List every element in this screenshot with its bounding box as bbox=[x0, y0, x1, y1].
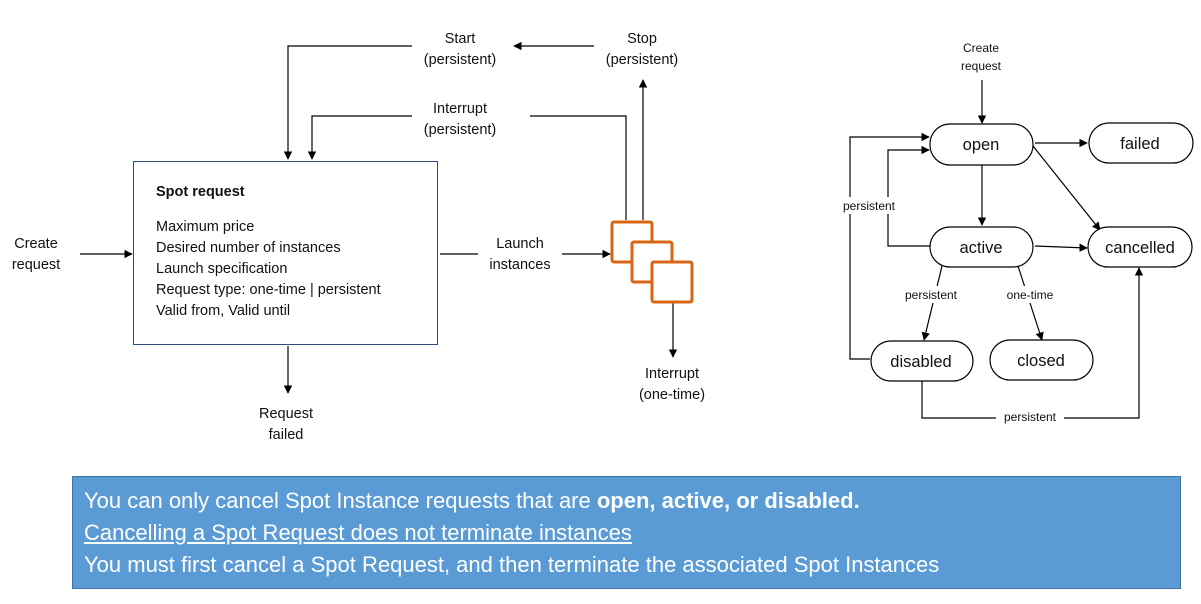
persistent-disabled-cancelled-label: persistent bbox=[1004, 410, 1057, 424]
spot-field-launch-spec: Launch specification bbox=[156, 261, 288, 277]
spot-request-box: Spot request Maximum price Desired numbe… bbox=[133, 161, 438, 345]
info-line-1: You can only cancel Spot Instance reques… bbox=[84, 485, 1180, 517]
info-line-2: Cancelling a Spot Request does not termi… bbox=[84, 517, 1180, 549]
state-create-request-label-line2: request bbox=[961, 59, 1002, 73]
one-time-active-closed-label: one-time bbox=[1007, 288, 1054, 302]
state-failed: failed bbox=[1088, 122, 1194, 164]
start-persistent-label: Start bbox=[445, 31, 476, 47]
disabled-to-open-loop bbox=[849, 132, 930, 360]
stop-persistent-label-line2: (persistent) bbox=[606, 52, 679, 68]
info-line-3: You must first cancel a Spot Request, an… bbox=[84, 552, 940, 577]
persistent-disabled-cancelled-label-bg bbox=[996, 408, 1064, 425]
request-failed-label: Request bbox=[259, 406, 313, 422]
spot-request-title: Spot request bbox=[156, 184, 245, 200]
state-create-request-label: Create bbox=[963, 41, 999, 55]
one-time-label-bg bbox=[1000, 286, 1060, 303]
interrupt-persistent-label-line2: (persistent) bbox=[424, 122, 497, 138]
state-active-label: active bbox=[959, 239, 1002, 257]
spot-field-validity: Valid from, Valid until bbox=[156, 303, 291, 319]
open-to-cancelled-arrow bbox=[1032, 145, 1101, 231]
info-banner: You can only cancel Spot Instance reques… bbox=[72, 476, 1181, 589]
interrupt-persistent-label: Interrupt bbox=[433, 101, 487, 117]
flow-connectors bbox=[80, 41, 678, 394]
start-to-spot-arrow bbox=[283, 45, 412, 160]
info-line-1-text: You can only cancel Spot Instance reques… bbox=[84, 488, 597, 513]
instance-stack-icon bbox=[610, 220, 694, 304]
request-failed-label-line2: failed bbox=[269, 427, 304, 443]
launch-instances-label: Launch bbox=[496, 236, 544, 252]
create-request-label-line2: request bbox=[12, 257, 60, 273]
state-failed-label: failed bbox=[1120, 135, 1159, 153]
state-open: open bbox=[929, 123, 1034, 166]
state-active: active bbox=[929, 226, 1034, 268]
state-disabled-label: disabled bbox=[890, 353, 951, 371]
state-disabled: disabled bbox=[870, 340, 974, 382]
stop-persistent-label: Stop bbox=[627, 31, 657, 47]
info-line-2-text: Cancelling a Spot Request does not termi… bbox=[84, 520, 632, 545]
start-persistent-label-line2: (persistent) bbox=[424, 52, 497, 68]
persistent-active-disabled-label: persistent bbox=[905, 288, 958, 302]
spot-field-request-type: Request type: one-time | persistent bbox=[156, 282, 381, 298]
create-request-label: Create bbox=[14, 236, 58, 252]
interrupt-one-time-label: Interrupt bbox=[645, 366, 699, 382]
state-closed: closed bbox=[989, 339, 1094, 381]
instances-to-interrupt-line bbox=[530, 115, 627, 220]
state-closed-label: closed bbox=[1017, 352, 1065, 370]
state-cancelled: cancelled bbox=[1087, 226, 1193, 268]
info-line-1-bold: open, active, or disabled. bbox=[596, 488, 860, 513]
persistent-loop-label-bg bbox=[836, 197, 904, 214]
persistent-loop-label: persistent bbox=[843, 199, 896, 213]
persistent-active-disabled-label-bg bbox=[897, 286, 965, 303]
state-cancelled-label: cancelled bbox=[1105, 239, 1175, 257]
spot-field-max-price: Maximum price bbox=[156, 219, 255, 235]
launch-instances-label-line2: instances bbox=[489, 257, 550, 273]
interrupt-to-spot-arrow bbox=[307, 115, 412, 160]
active-to-cancelled-arrow bbox=[1034, 243, 1088, 252]
spot-field-desired-instances: Desired number of instances bbox=[156, 240, 341, 256]
interrupt-one-time-label-line2: (one-time) bbox=[639, 387, 705, 403]
state-open-label: open bbox=[963, 136, 1000, 154]
